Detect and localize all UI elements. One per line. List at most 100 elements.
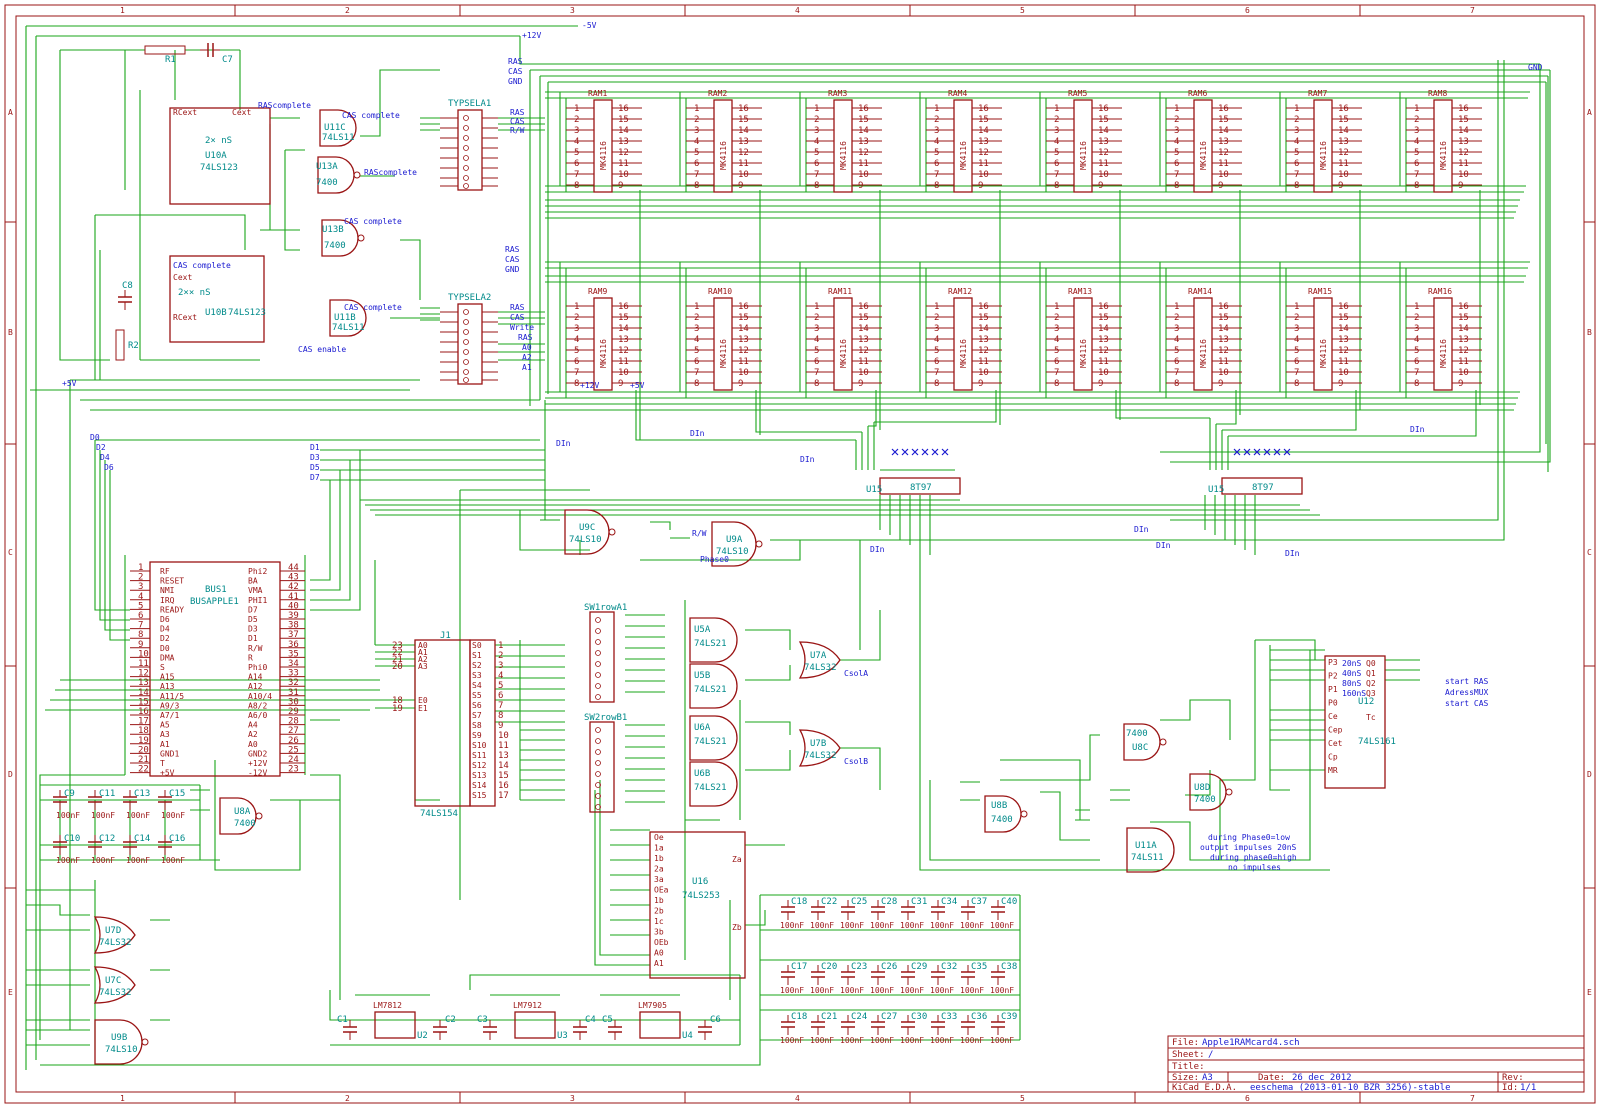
j1-pin-sig: A2 (418, 655, 428, 664)
bus-pin-sig-right: BA (248, 577, 258, 586)
ram-pin-right: 16 (1218, 302, 1229, 312)
ram-pin-right: 10 (618, 368, 629, 378)
bus-pin-num-left: 21 (138, 755, 149, 765)
ram-pin-left: 6 (1414, 159, 1419, 169)
bus-pin-sig-left: D2 (160, 634, 170, 643)
frame-row-b-right: B (1587, 328, 1592, 337)
ram-part: MK4116 (1079, 141, 1088, 170)
ram-pin-right: 15 (978, 115, 989, 125)
u13a-gate: U13A 7400 RAScomplete (316, 156, 417, 194)
bus-pin-sig-left: NMI (160, 586, 175, 595)
ram-pin-right: 14 (978, 126, 989, 136)
ram-pin-right: 11 (1458, 357, 1469, 367)
u12-pin-in: Cp (1328, 753, 1338, 762)
ram-pin-left: 5 (934, 148, 939, 158)
label-d4: D4 (100, 453, 110, 462)
u12-time: 40nS (1342, 669, 1361, 678)
u5b-part: 74LS21 (694, 685, 727, 695)
regulator-cap: C2 (445, 1015, 456, 1025)
ram-pin-left: 5 (1294, 346, 1299, 356)
u7c-part: 74LS32 (99, 988, 132, 998)
u5a-gate: U5A 74LS21 (689, 617, 738, 663)
ram-pin-right: 9 (978, 181, 983, 191)
regulator-ref: U4 (682, 1031, 693, 1041)
label-d5: D5 (310, 463, 320, 472)
cap-ref: C26 (881, 962, 897, 972)
ram-pin-right: 16 (858, 302, 869, 312)
u16-pin: Oe (654, 833, 664, 842)
bus-pin-num-left: 15 (138, 697, 149, 707)
ram-pin-right: 14 (1338, 324, 1349, 334)
ram-pin-left: 3 (1054, 324, 1059, 334)
ram-label: RAM14 (1188, 287, 1212, 296)
u7c-ref: U7C (105, 976, 121, 986)
ram-pin-right: 12 (738, 148, 749, 158)
label-din-3: DIn (800, 455, 815, 464)
bus-pin-sig-left: RESET (160, 577, 184, 586)
ram-pin-left: 3 (934, 126, 939, 136)
bus-pin-sig-right: +12V (248, 759, 267, 768)
ram-pin-right: 12 (1098, 346, 1109, 356)
ram-pin-right: 11 (738, 159, 749, 169)
u10b-part: 74LS123 (228, 308, 266, 318)
tb-size-label: Size: (1172, 1073, 1199, 1083)
ram-label: RAM7 (1308, 89, 1327, 98)
tb-id: 1/1 (1520, 1083, 1536, 1093)
ram-pin-left: 5 (1174, 148, 1179, 158)
ram-pin-right: 15 (1218, 313, 1229, 323)
typsel-b-net-cas: CAS (505, 255, 520, 264)
bus-pin-sig-left: A7/1 (160, 711, 179, 720)
frame-col-4-bottom: 4 (795, 1094, 800, 1103)
ram-pin-left: 8 (694, 181, 699, 191)
u15-part-left: 8T97 (910, 483, 932, 493)
u9a-rw: R/W (692, 529, 707, 538)
u13b-ref: U13B (322, 225, 344, 235)
ram-part: MK4116 (839, 339, 848, 368)
bus-pin-num-left: 7 (138, 621, 143, 631)
bus-pin-num-right: 26 (288, 736, 299, 746)
typsel-b-net-r3: Write (510, 323, 534, 332)
ram-pin-right: 14 (858, 126, 869, 136)
cap-ref: C33 (941, 1012, 957, 1022)
cap-value: 100nF (930, 986, 954, 995)
ram-pin-left: 6 (1294, 159, 1299, 169)
u16-pin: 1a (654, 844, 664, 853)
ram-pin-right: 11 (618, 357, 629, 367)
ram-pin-left: 2 (1294, 115, 1299, 125)
ram-pin-right: 13 (1458, 137, 1469, 147)
tb-file: Apple1RAMcard4.sch (1202, 1038, 1300, 1048)
u8b-ref: U8B (991, 801, 1007, 811)
cap-value: 100nF (870, 1036, 894, 1045)
ram-pin-left: 4 (574, 137, 579, 147)
typsel-b: TYPSELA2 RAS CAS GND RAS CAS Write RAS A… (440, 245, 534, 385)
ram-pin-right: 9 (1458, 379, 1463, 389)
ram-pin-left: 7 (934, 170, 939, 180)
bus-pin-sig-left: D0 (160, 644, 170, 653)
j1-pin-num: 23 (392, 641, 403, 651)
caps-right: C18100nFC22100nFC25100nFC28100nFC31100nF… (780, 897, 1017, 1045)
title-block: File: Apple1RAMcard4.sch Sheet: / Title:… (1167, 1035, 1585, 1093)
j1-part: 74LS154 (420, 809, 458, 819)
ram-pin-right: 10 (1218, 368, 1229, 378)
cap-value: 100nF (126, 856, 150, 865)
ram-pin-right: 12 (738, 346, 749, 356)
ram-pin-right: 9 (1098, 181, 1103, 191)
u16-pin: OEb (654, 938, 669, 947)
bus-pin-num-left: 6 (138, 611, 143, 621)
typsel-b-net-r1: RAS (510, 303, 525, 312)
bus-pin-sig-right: R (248, 653, 253, 662)
sw2-label: SW2rowB1 (584, 713, 627, 723)
r2-label: R2 (128, 341, 139, 351)
ram-pin-left: 8 (1294, 379, 1299, 389)
bus-pin-num-left: 8 (138, 630, 143, 640)
cap-ref: C27 (881, 1012, 897, 1022)
bus-pin-sig-left: IRQ (160, 596, 175, 605)
ram-pin-left: 8 (1294, 181, 1299, 191)
ram-pin-right: 14 (978, 324, 989, 334)
ram-pin-right: 14 (1098, 126, 1109, 136)
u8d-gate: U8D 7400 (1189, 773, 1233, 811)
ram-pin-left: 2 (694, 313, 699, 323)
u12-part: 74LS161 (1358, 737, 1396, 747)
u16-pin: 3b (654, 928, 664, 937)
